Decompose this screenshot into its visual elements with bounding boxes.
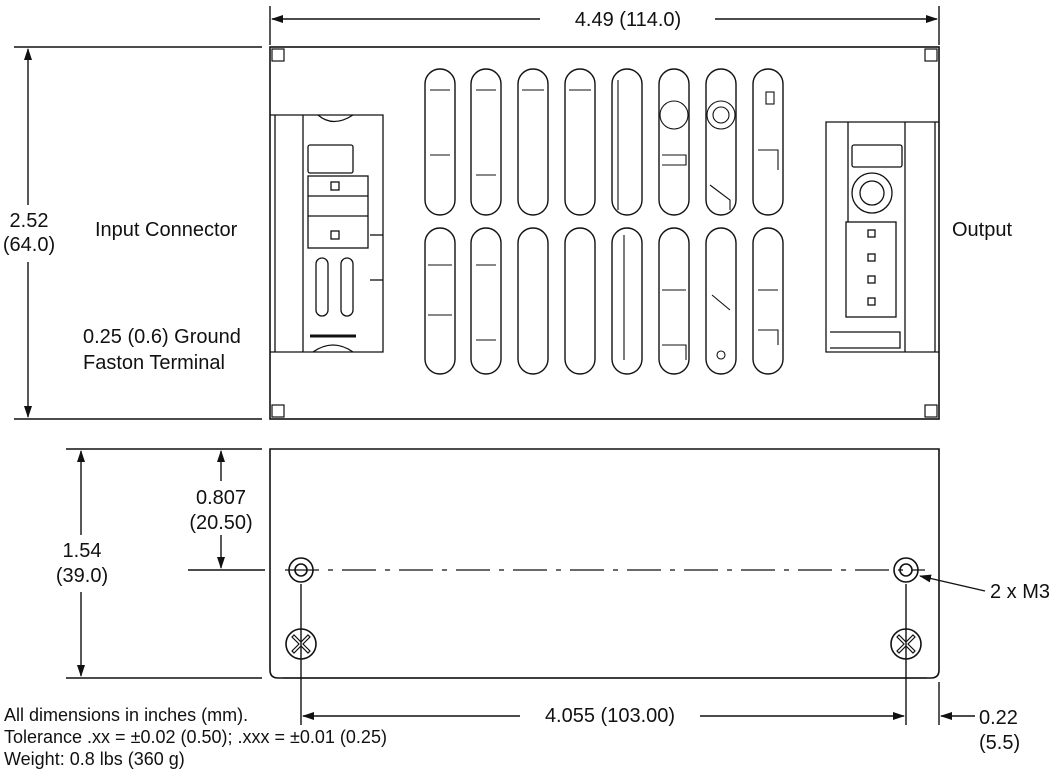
hole-offset-label-mm: (5.5) xyxy=(979,732,1021,754)
side-height-dimension xyxy=(66,448,262,679)
top-view xyxy=(269,46,940,420)
internal-components xyxy=(428,80,779,360)
height-label-in: 2.52 xyxy=(0,209,58,233)
mount-hole-left xyxy=(288,557,314,583)
side-view xyxy=(269,448,940,679)
overall-length-dimension xyxy=(269,6,940,45)
hole-spacing-dimension xyxy=(300,584,907,725)
hole-height-label-in: 0.807 xyxy=(183,486,259,510)
m3-leader xyxy=(919,574,986,592)
input-connector-window xyxy=(270,114,384,353)
output-label: Output xyxy=(952,218,1013,242)
side-view-outline xyxy=(269,448,940,679)
overall-length-label: 4.49 (114.0) xyxy=(546,8,710,32)
mount-holes-label: 2 x M3 xyxy=(990,580,1051,604)
note-weight: Weight: 0.8 lbs (360 g) xyxy=(4,749,185,769)
side-height-label-in: 1.54 xyxy=(46,539,118,563)
hole-offset-label-in: 0.22 xyxy=(979,707,1018,729)
hole-spacing-label: 4.055 (103.00) xyxy=(525,704,695,728)
mount-hole-right xyxy=(893,557,919,583)
ground-terminal-label-1: 0.25 (0.6) Ground xyxy=(83,325,241,349)
hole-height-dimension xyxy=(188,450,265,571)
top-view-outline xyxy=(269,46,940,420)
note-tolerance: Tolerance .xx = ±0.02 (0.50); .xxx = ±0.… xyxy=(4,727,387,747)
note-units: All dimensions in inches (mm). xyxy=(4,705,249,725)
height-dimension xyxy=(14,46,262,420)
input-connector-label: Input Connector xyxy=(95,218,238,242)
output-connector-window xyxy=(825,121,939,353)
hole-height-label-mm: (20.50) xyxy=(183,511,259,535)
hole-offset-dimension xyxy=(938,682,975,725)
ground-terminal-label-2: Faston Terminal xyxy=(83,351,225,375)
height-label-mm: (64.0) xyxy=(0,233,58,257)
vent-slots xyxy=(424,68,784,375)
side-height-label-mm: (39.0) xyxy=(46,564,118,588)
